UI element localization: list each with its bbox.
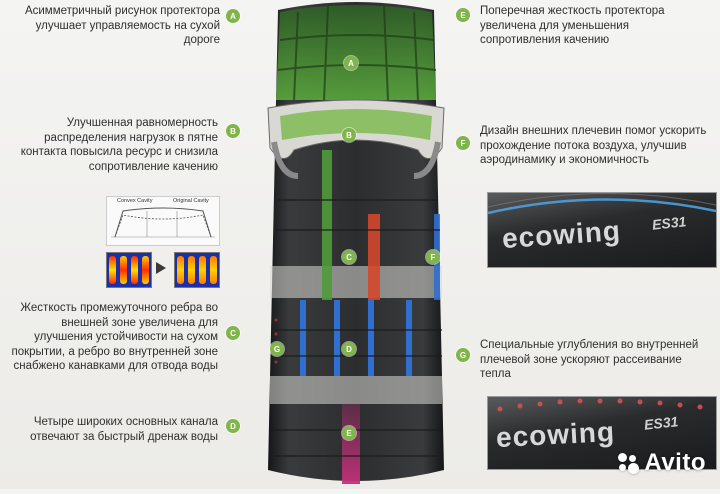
tire-graphic [267, 2, 445, 484]
footprint-rib [120, 256, 127, 284]
sidewall-dimples-graphic [497, 398, 703, 412]
tire-badge-f: F [426, 250, 440, 264]
badge-e: E [456, 8, 470, 22]
sidewall-graphic [488, 193, 716, 215]
cavity-diagram: Convex Cavity Original Cavity [106, 196, 220, 246]
footprint-rib [109, 256, 116, 284]
tire-badge-a: A [344, 56, 358, 70]
footprint-rib [210, 256, 217, 284]
cavity-diagram-graphic [111, 207, 215, 238]
sidewall-photo-top: ecowing ES31 [487, 192, 717, 268]
tire-badge-e: E [342, 426, 356, 440]
label-g-text: Специальные углубления во внутренней пле… [480, 339, 699, 380]
footprint-rib [199, 256, 206, 284]
badge-a: A [226, 9, 240, 23]
sidewall-photo-bottom: ecowing ES31 [487, 396, 717, 470]
footprint-before [106, 252, 152, 288]
arrow-icon [156, 262, 166, 274]
label-e-text: Поперечная жесткость протектора увеличен… [480, 5, 665, 46]
avito-text: Avito [644, 449, 706, 476]
label-c-text: Жесткость промежуточного ребра во внешне… [11, 302, 219, 372]
footprint-rib [188, 256, 195, 284]
tire-badge-g: G [270, 342, 284, 356]
tire-illustration: A B C D E F G [258, 0, 454, 489]
tire-badge-d: D [342, 342, 356, 356]
footprint-rib [177, 256, 184, 284]
label-f-text: Дизайн внешних плечевин помог ускорить п… [480, 125, 707, 166]
convex-cavity-label: Convex Cavity [117, 198, 153, 204]
badge-b: B [226, 124, 240, 138]
footprint-after [174, 252, 220, 288]
badge-g: G [456, 348, 470, 362]
avito-logo-icon [616, 451, 640, 475]
badge-d: D [226, 419, 240, 433]
badge-f: F [456, 136, 470, 150]
tire-badge-c: C [342, 250, 356, 264]
brand-text: ecowing [495, 415, 616, 454]
original-cavity-label: Original Cavity [173, 198, 209, 204]
label-d-text: Четыре широких основных канала отвечают … [30, 416, 218, 443]
label-b-text: Улучшенная равномерность распределения н… [20, 117, 218, 173]
avito-watermark: Avito [616, 449, 706, 477]
badge-c: C [226, 326, 240, 340]
footprint-rib [142, 256, 149, 284]
label-a-text: Асимметричный рисунок протектора улучшае… [24, 5, 220, 46]
tire-badge-b: B [342, 128, 356, 142]
footprint-rib [131, 256, 138, 284]
